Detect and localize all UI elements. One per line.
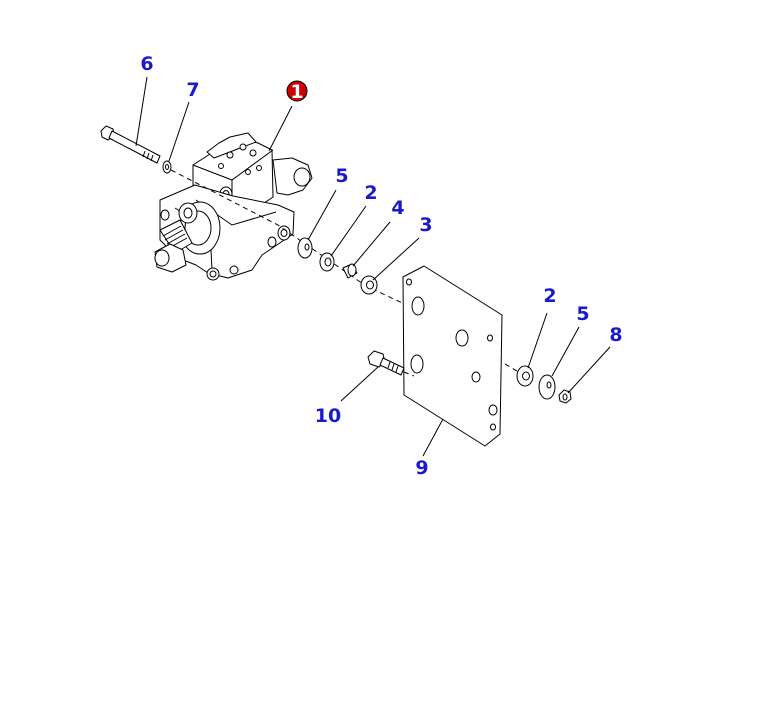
callout-5-lower: 5 xyxy=(576,303,589,325)
callout-8: 8 xyxy=(609,324,622,346)
callout-7: 7 xyxy=(186,79,199,101)
bolt-part-6 xyxy=(100,125,161,164)
washer-part-2a xyxy=(319,252,335,272)
leader-lines xyxy=(135,76,611,457)
bolt-part-10 xyxy=(367,350,415,377)
callout-2-upper: 2 xyxy=(364,182,377,204)
washer-part-5a xyxy=(297,237,313,259)
washer-part-2b xyxy=(516,365,534,387)
ring-part-3 xyxy=(360,275,378,295)
collar-part-4 xyxy=(342,263,358,279)
plate-part-9 xyxy=(402,265,503,447)
callout-5-upper: 5 xyxy=(335,165,348,187)
washer-part-7 xyxy=(162,160,172,174)
callout-3: 3 xyxy=(419,214,432,236)
callout-4: 4 xyxy=(391,197,404,219)
callout-10: 10 xyxy=(315,405,341,427)
nut-part-8 xyxy=(558,389,572,404)
callout-2-lower: 2 xyxy=(543,285,556,307)
valve-assembly-part-1 xyxy=(154,132,313,281)
main-part-badge: 1 xyxy=(286,80,308,103)
callout-6: 6 xyxy=(140,53,153,75)
main-part-badge-label: 1 xyxy=(290,81,303,103)
callout-9: 9 xyxy=(415,457,428,479)
washer-part-5b xyxy=(538,374,556,400)
